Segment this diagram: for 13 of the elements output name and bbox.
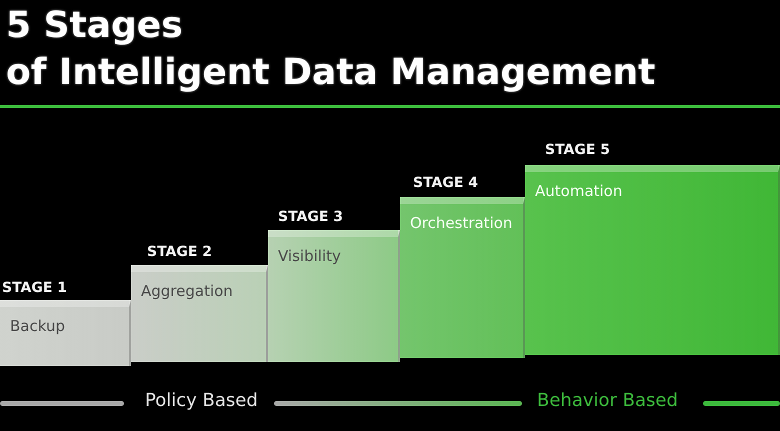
phase-label: Behavior Based <box>537 389 678 413</box>
stage-name: Aggregation <box>141 282 233 301</box>
title: 5 Stages of Intelligent Data Management <box>6 4 656 95</box>
stage-name: Automation <box>535 182 622 201</box>
stage-name: Orchestration <box>410 214 512 233</box>
stage-heading: STAGE 1 <box>2 280 68 297</box>
stage-heading: STAGE 5 <box>545 142 610 159</box>
stage-name: Visibility <box>278 247 341 266</box>
phase-label: Policy Based <box>145 389 258 413</box>
stage-heading: STAGE 2 <box>147 244 212 261</box>
stage-name: Backup <box>10 317 65 336</box>
stage-heading: STAGE 4 <box>413 175 478 192</box>
stage-heading: STAGE 3 <box>278 209 344 226</box>
